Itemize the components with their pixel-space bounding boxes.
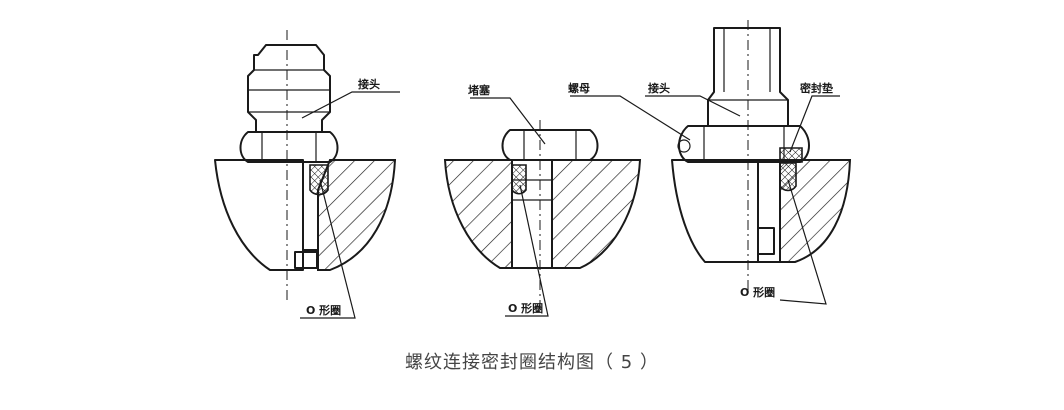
figure-plug-oring: 堵塞 O 形圈 — [443, 83, 642, 317]
label-fitting-2: 接头 — [648, 81, 670, 95]
label-gasket: 密封垫 — [800, 81, 833, 95]
body-right-hatched — [317, 159, 397, 271]
label-nut: 螺母 — [568, 81, 590, 95]
figure-caption: 螺纹连接密封圈结构图（ 5 ） — [405, 352, 659, 373]
gasket — [779, 147, 803, 163]
label-oring-3: O 形圈 — [740, 286, 775, 299]
oring-3 — [779, 162, 797, 192]
seal-structure-diagram: 接头 O 形圈 堵塞 O 形圈 — [214, 20, 852, 319]
label-plug: 堵塞 — [468, 83, 491, 97]
oring-2 — [511, 164, 527, 195]
label-fitting-1: 接头 — [358, 77, 380, 91]
fitting-stem-3 — [707, 27, 789, 127]
bore-bottom — [294, 251, 318, 269]
body-3-left — [671, 159, 759, 263]
nut-hole — [677, 139, 691, 153]
label-oring-1: O 形圈 — [306, 304, 341, 317]
plug-head — [501, 129, 599, 161]
figure-fitting-nut-gasket: 螺母 接头 密封垫 O 形圈 — [568, 20, 852, 305]
body-3-right — [779, 159, 852, 263]
body-plug-right — [551, 159, 642, 269]
label-oring-2: O 形圈 — [508, 302, 543, 315]
oring-1 — [309, 164, 329, 196]
body-plug-left — [443, 159, 513, 269]
figure-fitting-oring: 接头 O 形圈 — [214, 30, 400, 319]
fitting-stem-1 — [247, 44, 331, 133]
body-left — [214, 159, 304, 271]
hex-nut-1 — [239, 131, 339, 163]
